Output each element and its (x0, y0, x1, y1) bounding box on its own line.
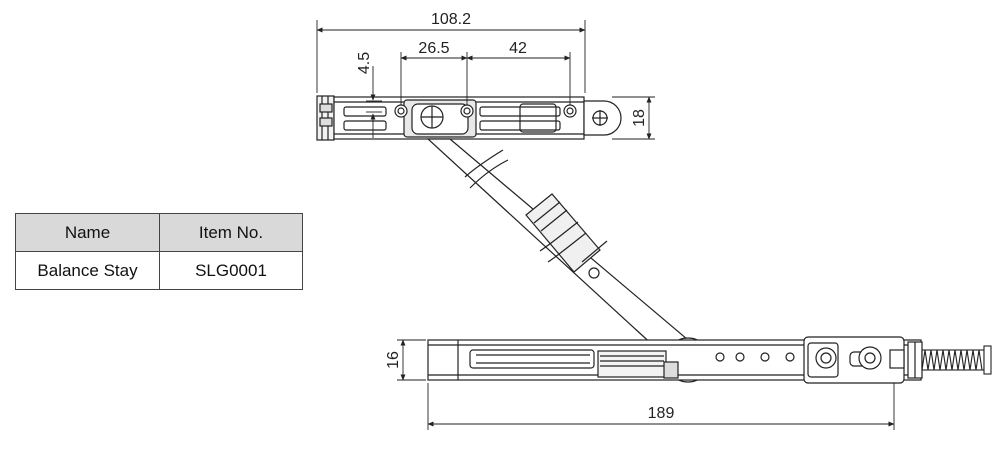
product-info-table: Name Item No. Balance Stay SLG0001 (15, 213, 303, 290)
cell-item-no: SLG0001 (159, 251, 303, 290)
dim-hole-right: 42 (509, 40, 527, 57)
threaded-rod (921, 345, 992, 375)
table-row: Balance Stay SLG0001 (15, 251, 303, 290)
dimension-lines (316, 20, 895, 430)
header-item-no: Item No. (159, 213, 303, 252)
dim-top-height: 18 (631, 109, 648, 127)
bottom-track (427, 336, 923, 384)
cell-name: Balance Stay (15, 251, 160, 290)
dim-overall-top: 108.2 (431, 11, 471, 28)
table-header-row: Name Item No. (15, 213, 303, 252)
dim-offset: 4.5 (356, 52, 373, 74)
header-name: Name (15, 213, 160, 252)
dim-bottom-height: 16 (385, 351, 402, 369)
dim-hole-left: 26.5 (418, 40, 449, 57)
dim-overall-bottom: 189 (648, 405, 675, 422)
top-track (316, 95, 622, 141)
